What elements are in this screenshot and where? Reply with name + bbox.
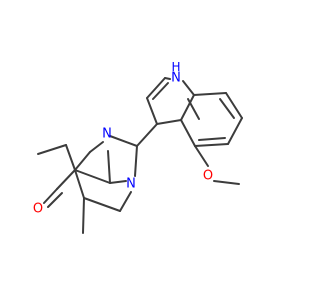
bond	[119, 191, 132, 212]
bond	[152, 82, 169, 100]
bond	[156, 119, 182, 125]
indole-nitrogen-label: N	[171, 71, 181, 86]
bond	[83, 197, 121, 212]
bond	[56, 169, 76, 190]
bond	[193, 92, 227, 96]
bond	[109, 135, 138, 147]
bond	[136, 123, 158, 147]
bond	[74, 169, 85, 199]
bond	[65, 144, 76, 171]
bond	[82, 197, 85, 234]
ether-oxygen-label: O	[203, 169, 213, 184]
bond	[194, 143, 229, 147]
atom-labels: N H N N O O	[33, 60, 213, 217]
molecule-diagram: N H N N O O	[33, 60, 243, 234]
bond	[213, 180, 240, 185]
bond	[225, 92, 243, 119]
bond	[194, 145, 209, 167]
aminal-nitrogen-label-2: N	[126, 177, 136, 192]
bonds	[37, 77, 243, 234]
structure-canvas: N H N N O O	[32, 60, 243, 234]
bond	[107, 150, 111, 184]
bond	[146, 97, 158, 125]
bond	[182, 80, 195, 96]
bond	[198, 137, 226, 141]
bond	[43, 188, 58, 204]
bond	[187, 98, 200, 120]
bond	[47, 192, 63, 208]
ketone-oxygen-label: O	[33, 202, 43, 217]
bond	[74, 151, 91, 171]
bond	[180, 119, 196, 147]
bond	[134, 145, 138, 177]
bond	[227, 117, 243, 145]
bond	[74, 169, 111, 184]
bond	[37, 144, 67, 155]
bond	[164, 77, 171, 80]
indole-hydrogen-label: H	[171, 60, 180, 74]
bond	[219, 98, 235, 119]
bond	[109, 180, 127, 184]
aminal-nitrogen-label-1: N	[102, 127, 112, 142]
bond	[180, 94, 195, 121]
bond	[146, 77, 166, 99]
bond	[89, 141, 104, 153]
